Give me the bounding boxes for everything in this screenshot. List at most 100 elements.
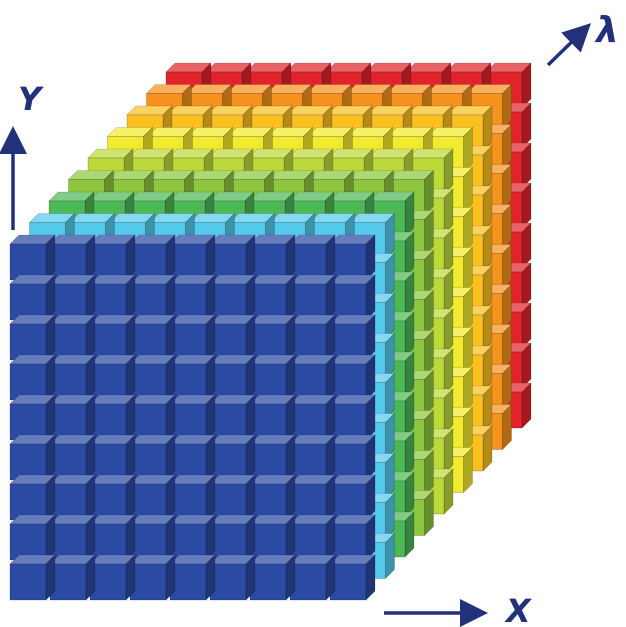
voxel (129, 394, 176, 441)
voxel (169, 234, 216, 281)
voxel-front-face (129, 323, 167, 361)
voxel (9, 314, 56, 361)
voxel-front-face (9, 563, 47, 601)
voxel-front-face (249, 563, 287, 601)
voxel-front-face (169, 243, 207, 281)
voxel (89, 274, 136, 321)
voxel (49, 354, 96, 401)
voxel (89, 234, 136, 281)
voxel-front-face (329, 403, 367, 441)
voxel-front-face (289, 523, 327, 561)
voxel (329, 314, 376, 361)
voxel-front-face (329, 283, 367, 321)
voxel (249, 554, 296, 601)
voxel (289, 514, 336, 561)
voxel-front-face (9, 403, 47, 441)
voxel (249, 314, 296, 361)
voxel (289, 434, 336, 481)
voxel-front-face (49, 283, 87, 321)
voxel (129, 554, 176, 601)
voxel (249, 394, 296, 441)
voxel-front-face (169, 443, 207, 481)
voxel-front-face (329, 483, 367, 521)
voxel-front-face (49, 403, 87, 441)
voxel-front-face (329, 523, 367, 561)
voxel (89, 394, 136, 441)
voxel-front-face (249, 243, 287, 281)
voxel-front-face (49, 323, 87, 361)
voxel-front-face (209, 443, 247, 481)
voxel (9, 394, 56, 441)
voxel (9, 474, 56, 521)
x-axis: X (384, 592, 532, 627)
voxel-front-face (289, 283, 327, 321)
voxel-front-face (289, 243, 327, 281)
voxel-front-face (249, 483, 287, 521)
voxel-front-face (209, 483, 247, 521)
voxel-front-face (9, 243, 47, 281)
voxel (169, 314, 216, 361)
voxel (9, 554, 56, 601)
voxel (89, 474, 136, 521)
voxel-front-face (89, 363, 127, 401)
voxel-front-face (129, 563, 167, 601)
voxel (169, 514, 216, 561)
voxel-front-face (129, 483, 167, 521)
voxel (9, 354, 56, 401)
voxel (209, 554, 256, 601)
voxel-front-face (89, 523, 127, 561)
voxel-front-face (209, 563, 247, 601)
voxel-front-face (169, 403, 207, 441)
voxel-front-face (169, 483, 207, 521)
voxel (329, 354, 376, 401)
voxel (289, 554, 336, 601)
voxel (209, 274, 256, 321)
voxel (249, 434, 296, 481)
voxel-front-face (289, 363, 327, 401)
voxel-front-face (209, 323, 247, 361)
voxel (129, 514, 176, 561)
voxel (9, 514, 56, 561)
voxel-front-face (89, 403, 127, 441)
voxel (209, 234, 256, 281)
voxel (249, 354, 296, 401)
voxel (209, 514, 256, 561)
voxel (169, 274, 216, 321)
voxel (129, 474, 176, 521)
voxel (129, 434, 176, 481)
voxel (289, 354, 336, 401)
voxel-front-face (209, 243, 247, 281)
voxel (49, 434, 96, 481)
voxel (9, 274, 56, 321)
voxel (89, 354, 136, 401)
voxel (129, 354, 176, 401)
voxel-front-face (49, 363, 87, 401)
voxel (89, 554, 136, 601)
voxel-front-face (129, 243, 167, 281)
voxel-front-face (129, 443, 167, 481)
voxel (289, 234, 336, 281)
voxel (49, 314, 96, 361)
voxel-front-face (209, 363, 247, 401)
voxel (129, 314, 176, 361)
voxel-front-face (129, 523, 167, 561)
voxel-front-face (169, 563, 207, 601)
voxel (329, 474, 376, 521)
voxel-front-face (289, 403, 327, 441)
voxel-front-face (89, 443, 127, 481)
voxel (129, 274, 176, 321)
cube-voxel-layers (9, 62, 532, 601)
voxel-front-face (89, 323, 127, 361)
voxel-front-face (49, 483, 87, 521)
voxel (49, 474, 96, 521)
y-axis: Y (0, 80, 44, 230)
voxel-front-face (289, 323, 327, 361)
voxel-front-face (329, 443, 367, 481)
voxel (209, 474, 256, 521)
voxel (169, 354, 216, 401)
voxel (169, 554, 216, 601)
voxel-front-face (209, 403, 247, 441)
voxel-front-face (89, 483, 127, 521)
voxel-front-face (329, 563, 367, 601)
